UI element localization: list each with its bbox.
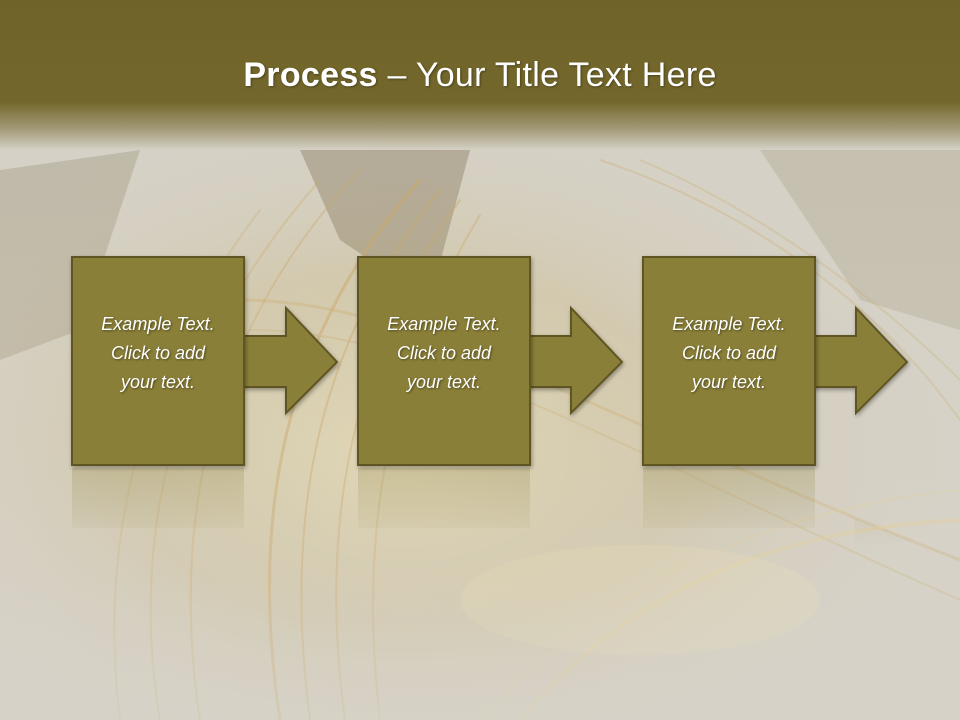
step-3-text[interactable]: Example Text. Click to add your text. [644,310,814,397]
step-2-line-2: Click to add [396,343,492,363]
slide-title[interactable]: Process – Your Title Text Here [0,52,960,98]
step-3-arrow[interactable] [812,305,909,416]
title-band [0,0,960,150]
step-1-line-1: Example Text. [101,314,215,334]
step-1-line-2: Click to add [110,343,206,363]
step-1-arrow[interactable] [241,305,339,416]
step-1-text[interactable]: Example Text. Click to add your text. [73,310,243,397]
title-regular-text: – Your Title Text Here [377,56,717,94]
step-2-box[interactable] [357,256,531,466]
step-1-box[interactable] [71,256,245,466]
title-bold-text: Process [243,56,378,94]
process-reflection [72,468,909,560]
step-3-line-1: Example Text. [672,314,786,334]
step-2-arrow[interactable] [527,305,624,416]
step-2-text[interactable]: Example Text. Click to add your text. [359,310,529,397]
step-2-line-3: your text. [406,372,482,392]
step-3-line-2: Click to add [681,343,777,363]
step-3-box[interactable] [642,256,816,466]
step-1-line-3: your text. [120,372,196,392]
step-2-line-1: Example Text. [387,314,501,334]
step-3-line-3: your text. [691,372,767,392]
